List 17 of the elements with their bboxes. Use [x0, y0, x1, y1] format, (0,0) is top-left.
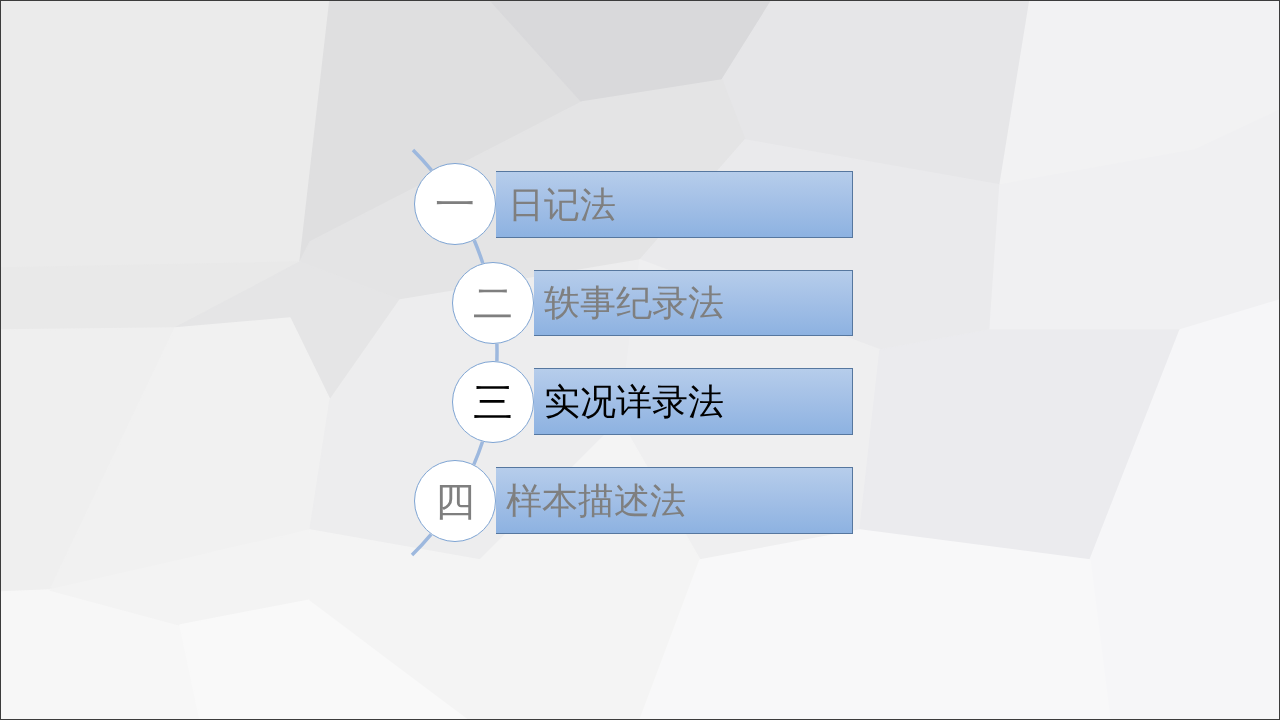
number-label: 二	[473, 283, 513, 323]
method-label: 实况详录法	[544, 383, 724, 420]
connector-arc	[410, 533, 433, 557]
method-label: 样本描述法	[506, 482, 686, 519]
connector-arc	[495, 343, 499, 362]
item-bar	[534, 270, 853, 336]
method-label: 轶事纪录法	[544, 285, 724, 321]
item-bar	[496, 171, 853, 238]
item-bar	[496, 467, 853, 534]
item-bar	[534, 368, 853, 435]
connector-arc	[472, 441, 485, 466]
number-label: 四	[435, 481, 475, 521]
number-label: 三	[473, 382, 513, 422]
connector-arc	[411, 148, 433, 172]
method-label: 日记法	[508, 186, 616, 223]
connector-arc	[472, 239, 485, 264]
number-label: 一	[435, 184, 475, 224]
